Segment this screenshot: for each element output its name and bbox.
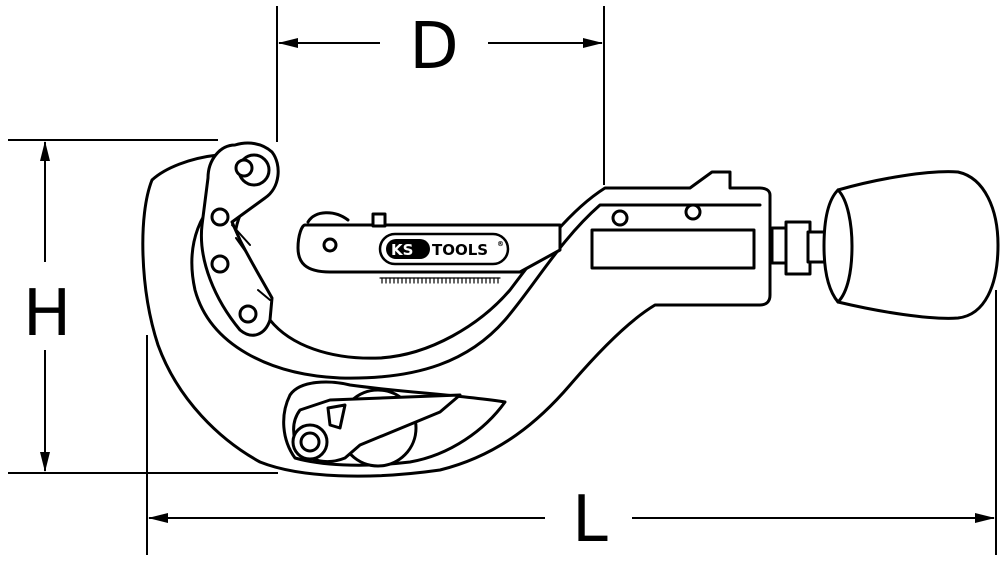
handle-knob-edge [836,188,854,304]
brand-logo-registered-mark: ® [497,240,504,248]
dimension-annotations [8,6,997,555]
pipe-cutter-tool [141,141,1000,478]
roller-carrier [199,141,280,337]
frame-inner-curve [190,188,762,380]
slider-pin [371,212,387,228]
carrier-teeth [231,224,271,301]
dimension-label-l: L [572,483,608,557]
carrier-hole [238,304,258,324]
housing-screw [611,209,629,227]
dimension-label-h: H [23,277,71,351]
lever-pivot-inner [299,431,321,453]
brand-logo-ks-text: KS [391,241,413,259]
housing-screw [684,203,702,221]
carrier-hole [234,158,254,178]
handle-knob [822,170,1000,320]
scale-ticks [379,277,501,284]
carrier-hole [210,254,230,274]
slider-hole [322,237,338,253]
dimension-label-d: D [409,10,458,84]
cutter-wheel [306,211,350,224]
label-window [590,228,756,270]
brand-logo-ks-block [386,239,430,259]
brand-logo-tools-text: TOOLS [432,241,488,259]
brand-logo: KS TOOLS ® [378,232,510,266]
carrier-hole [210,207,230,227]
feed-nut-body [784,220,812,276]
lever-tab [326,403,347,430]
